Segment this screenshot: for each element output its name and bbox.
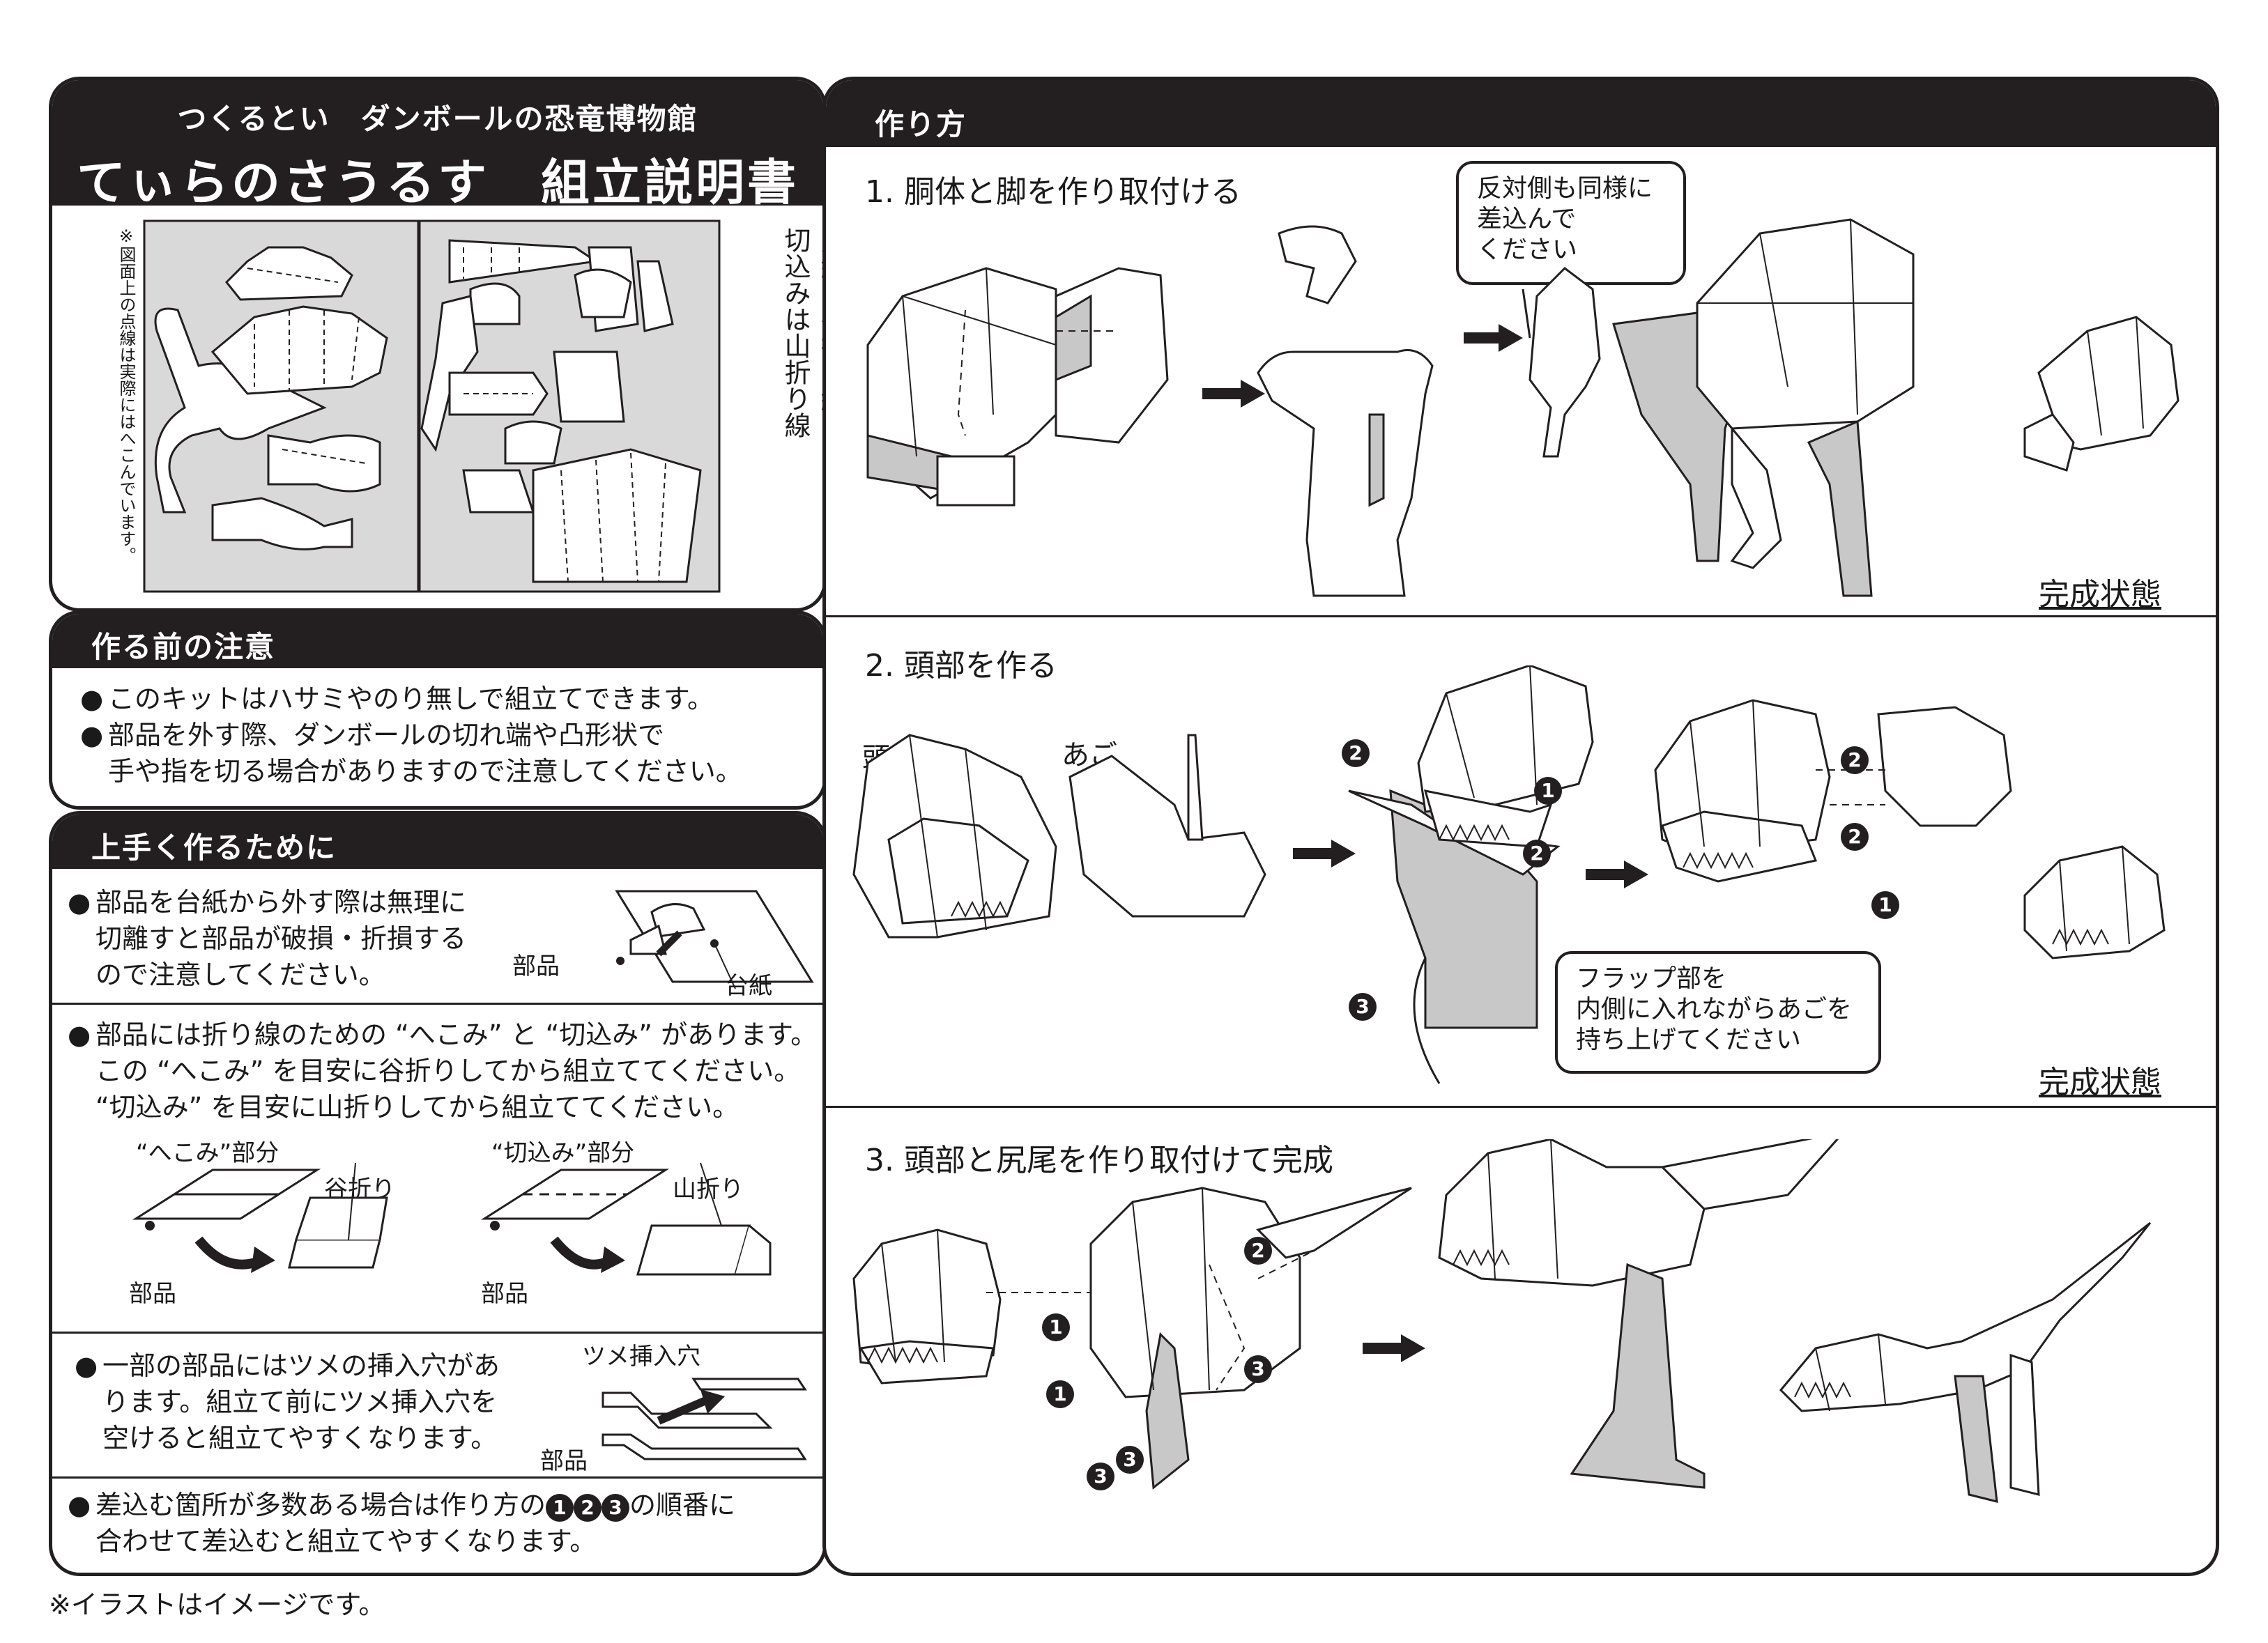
legend-valley: 点線は谷折り線 [816,226,827,412]
tip3-part-label: 部品 [540,1447,588,1475]
sheet-legend: 点線は谷折り線 切込みは山折り線 [777,226,827,438]
bullet-icon: ● [68,1490,91,1520]
step3-title: 3. 頭部と尻尾を作り取付けて完成 [865,1143,1333,1178]
tip4-prefix: 差込む箇所が多数ある場合は作り方の [95,1490,546,1520]
tip3-hole-label: ツメ挿入穴 [582,1343,700,1371]
step2-illustration [852,665,2166,1084]
tip2-line3: “切込み” を目安に山折りしてから組立ててください。 [95,1092,740,1123]
howto-panel: 作り方 1. 胴体と脚を作り取付ける 反対側も同様に 差込んで ください [822,77,2219,1576]
tip2-line1: 部品には折り線のための “へこみ” と “切込み” があります。 [95,1019,818,1050]
step2-callout-line2: 内側に入れながらあごを [1576,995,1853,1024]
tip4-line2: 合わせて差込むと組立てやすくなります。 [95,1526,597,1557]
step2-callout-line3: 持ち上げてください [1576,1026,1801,1054]
caution-body: ●このキットはハサミやのり無しで組立てできます。 ●部品を外す際、ダンボールの切… [52,668,823,789]
tip1-line3: ので注意してください。 [95,959,385,990]
tip-3: ●一部の部品にはツメの挿入穴があ ります。組立て前にツメ挿入穴を 空けると組立て… [75,1348,549,1456]
kit-subtitle: つくるとい ダンボールの恐竜博物館 [177,102,698,136]
tip1-line1: 部品を台紙から外す際は無理に [95,887,467,918]
caution-item-3: 手や指を切る場合がありますので注意してください。 [108,756,742,787]
tip1-line2: 切離すと部品が破損・折損する [95,923,467,954]
tip2-part-b: 部品 [481,1280,528,1308]
tip2-cut-label: “切込み”部分 [491,1139,635,1167]
tip1-illustration [615,890,814,989]
order-number-3: 3 [602,1494,630,1522]
tip1-label-board: 台紙 [725,972,772,1000]
step1-illustration [866,218,2179,597]
caution-item-1: このキットはハサミやのり無しで組立てできます。 [108,684,714,714]
step2-num-b: 1 [1534,777,1562,805]
tips-divider-3 [52,1476,823,1479]
step-divider-1 [826,615,2216,617]
step1-callout-line1: 反対側も同様に [1477,174,1653,203]
legend-mountain: 切込みは山折り線 [780,226,811,438]
tip-2: ●部品には折り線のための “へこみ” と “切込み” があります。 この “へこ… [68,1017,820,1125]
step2-num-d: 3 [1349,993,1377,1021]
bullet-icon: ● [80,684,104,714]
order-number-1: 1 [546,1494,574,1522]
bullet-icon: ● [68,1019,91,1050]
step3-num-f: 3 [1087,1463,1114,1490]
kit-title: てぃらのさうるす 組立説明書 [77,154,799,211]
title-header: つくるとい ダンボールの恐竜博物館 てぃらのさうるす 組立説明書 [52,80,823,211]
tips-panel: 上手く作るために ●部品を台紙から外す際は無理に 切離すと部品が破損・折損する … [49,811,827,1576]
step2-num-g: 1 [1871,891,1899,919]
caution-title: 作る前の注意 [52,614,823,668]
order-number-2: 2 [574,1494,602,1522]
tab-hole-illustration [602,1378,807,1460]
step-divider-2 [826,1106,2216,1108]
step2-title: 2. 頭部を作る [865,648,1057,684]
step2-num-e: 2 [1841,746,1869,774]
footnote: ※イラストはイメージです。 [49,1589,385,1620]
tip2-dent-label: “へこみ”部分 [136,1139,279,1167]
bullet-icon: ● [80,720,104,750]
caution-panel: 作る前の注意 ●このキットはハサミやのり無しで組立てできます。 ●部品を外す際、… [49,610,827,810]
step1-callout: 反対側も同様に 差込んで ください [1456,161,1686,285]
fold-illustration [132,1162,772,1276]
step1-callout-line2: 差込んで [1477,205,1577,233]
step3-num-d: 3 [1244,1355,1272,1383]
step2-num-a: 2 [1342,739,1370,767]
tips-divider-1 [52,1003,823,1005]
parts-sheet-illustration [143,219,721,593]
tip3-line3: 空けると組立てやすくなります。 [102,1423,498,1453]
step2-callout: フラップ部を 内側に入れながらあごを 持ち上げてください [1555,951,1881,1074]
howto-title: 作り方 [826,80,2216,147]
bullet-icon: ● [75,1350,98,1381]
tip-1: ●部品を台紙から外す際は無理に 切離すと部品が破損・折損する ので注意してくださ… [68,884,555,993]
tips-title: 上手く作るために [52,815,823,869]
step3-illustration [852,1139,2152,1503]
step1-callout-line3: ください [1477,236,1578,264]
tip2-line2: この “へこみ” を目安に谷折りしてから組立ててください。 [95,1056,801,1086]
step3-num-c: 1 [1046,1380,1074,1408]
sheet-note: ※図面上の点線は実際にはへこんでいます。 [116,226,136,564]
tip2-mountain-label: 山折り [673,1175,744,1203]
step3-num-a: 2 [1244,1237,1272,1265]
step1-title: 1. 胴体と脚を作り取付ける [865,174,1241,210]
step2-num-c: 2 [1523,840,1551,867]
tip3-line2: ります。組立て前にツメ挿入穴を [102,1387,498,1417]
step1-done-label: 完成状態 [2039,577,2161,612]
title-panel: つくるとい ダンボールの恐竜博物館 てぃらのさうるす 組立説明書 ※図面上の点線… [49,77,827,612]
bullet-icon: ● [68,887,91,918]
step2-done-label: 完成状態 [2039,1065,2161,1100]
step3-num-e: 3 [1116,1446,1144,1474]
caution-item-2: 部品を外す際、ダンボールの切れ端や凸形状で [108,720,665,750]
tip2-part-a: 部品 [129,1280,176,1308]
tip1-label-part: 部品 [512,952,560,980]
tip3-line1: 一部の部品にはツメの挿入穴があ [102,1350,500,1381]
tips-divider-2 [52,1332,823,1334]
step3-num-b: 1 [1042,1313,1070,1341]
tip4-suffix: の順番に [629,1490,736,1520]
step2-num-f: 2 [1841,823,1869,851]
step2-callout-line1: フラップ部を [1576,964,1727,993]
